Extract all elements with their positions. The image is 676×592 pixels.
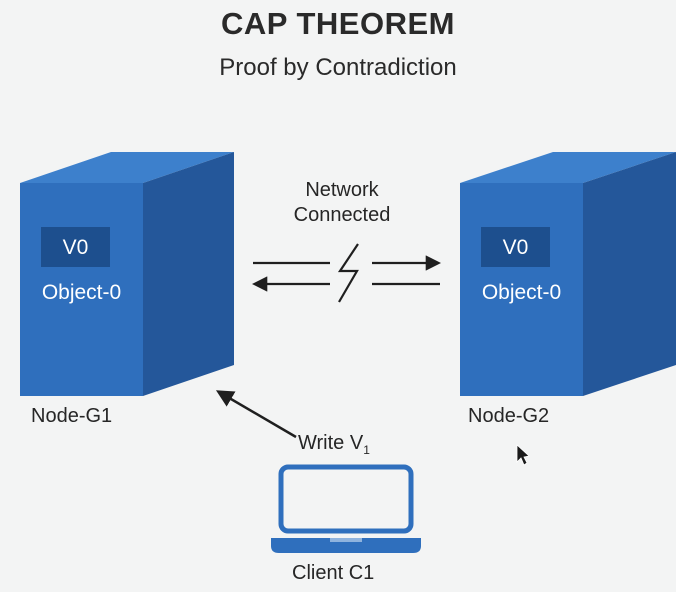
- node-g2-object: Object-0: [481, 281, 562, 304]
- page-title: CAP THEOREM: [220, 6, 455, 41]
- page-subtitle: Proof by Contradiction: [219, 54, 457, 81]
- value-box-g1: [41, 227, 110, 267]
- client-label: Client C1: [292, 562, 375, 584]
- node-g1-value: V0: [62, 236, 89, 259]
- write-arrow: [215, 390, 297, 439]
- laptop-base-notch: [330, 538, 362, 542]
- network-link: [251, 243, 442, 303]
- node-g1-object: Object-0: [41, 281, 122, 304]
- server-g1-front: [20, 183, 143, 396]
- mouse-cursor-icon: [516, 444, 530, 466]
- server-g2-front: [460, 183, 583, 396]
- node-g2-value: V0: [502, 236, 529, 259]
- laptop-icon: [271, 464, 421, 553]
- write-label: Write V1: [298, 432, 370, 457]
- lightning-bolt-icon: [337, 243, 359, 303]
- network-label: Network Connected: [262, 178, 422, 228]
- write-label-text: Write V: [298, 432, 364, 454]
- server-node-g1: [20, 152, 234, 396]
- server-g1-side: [143, 152, 234, 396]
- laptop-base: [271, 538, 421, 553]
- node-g1-label: Node-G1: [31, 405, 113, 427]
- network-label-line2: Connected: [293, 204, 391, 226]
- server-g2-top: [460, 152, 676, 183]
- server-g1-top: [20, 152, 234, 183]
- write-label-subscript: 1: [363, 443, 370, 457]
- laptop-screen: [278, 464, 414, 534]
- server-g2-side: [583, 152, 676, 396]
- server-node-g2: [460, 152, 676, 396]
- value-box-g2: [481, 227, 550, 267]
- network-label-line1: Network: [305, 179, 379, 201]
- node-g2-label: Node-G2: [468, 405, 550, 427]
